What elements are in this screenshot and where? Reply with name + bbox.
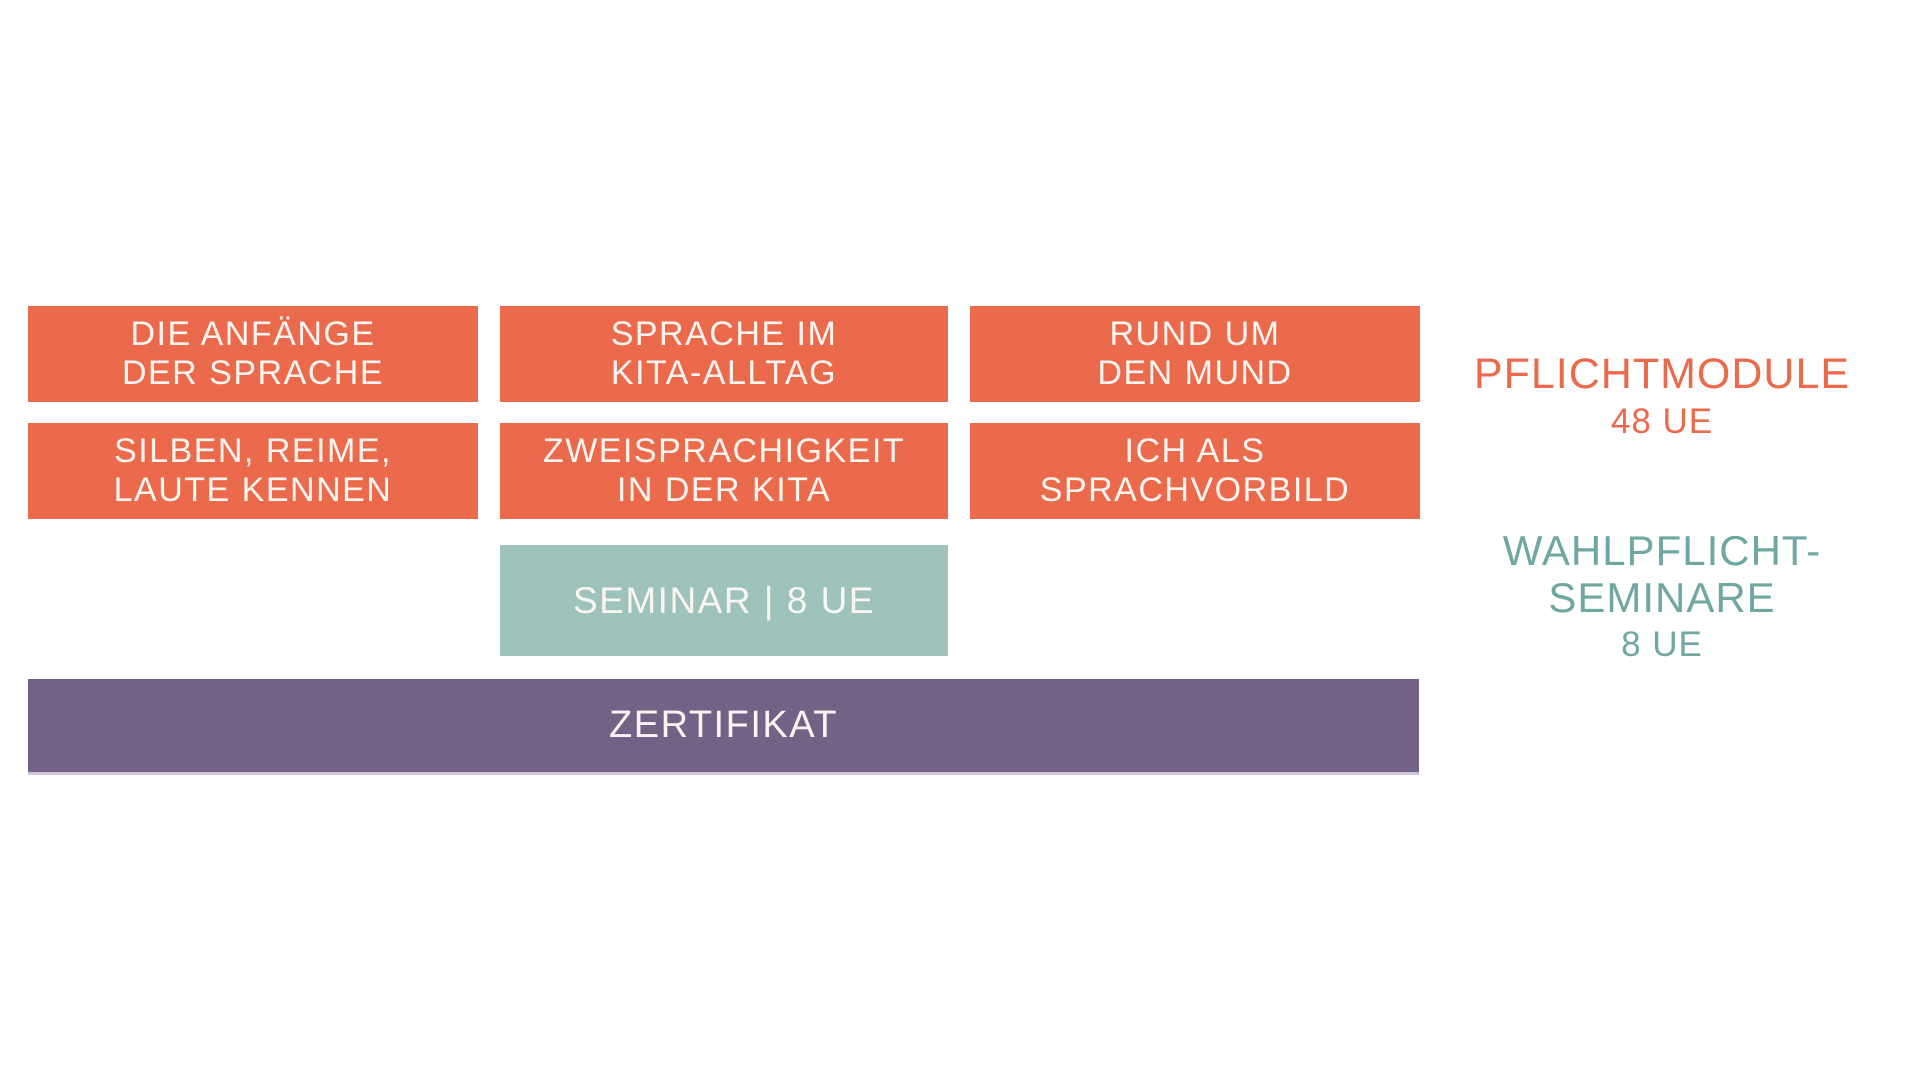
module-label-line: DIE ANFÄNGE bbox=[130, 315, 376, 353]
module-label-line: IN DER KITA bbox=[616, 471, 832, 509]
legend-wahlpflicht-hours: 8 UE bbox=[1621, 625, 1703, 664]
seminar-label: SEMINAR | 8 UE bbox=[572, 579, 875, 621]
module-label-line: SPRACHE IM bbox=[610, 315, 838, 353]
module-box-silben-reime-laute-kennen: SILBEN, REIME, LAUTE KENNEN bbox=[28, 423, 478, 519]
legend-pflichtmodule-hours: 48 UE bbox=[1610, 402, 1714, 441]
module-label-line: DER SPRACHE bbox=[121, 354, 385, 392]
module-label-line: SILBEN, REIME, bbox=[114, 432, 392, 470]
module-label-line: SPRACHVORBILD bbox=[1039, 471, 1351, 509]
certificate-bar: ZERTIFIKAT bbox=[28, 679, 1419, 775]
legend-pflichtmodule-title: PFLICHTMODULE bbox=[1473, 350, 1851, 398]
legend-wahlpflicht-seminare: WAHLPFLICHT- SEMINARE 8 UE bbox=[1462, 527, 1862, 668]
certificate-label: ZERTIFIKAT bbox=[609, 704, 838, 746]
module-label-line: ZWEISPRACHIGKEIT bbox=[542, 432, 906, 470]
module-box-rund-um-den-mund: RUND UM DEN MUND bbox=[970, 306, 1420, 402]
module-label-line: KITA-ALLTAG bbox=[610, 354, 838, 392]
module-box-die-anfaenge-der-sprache: DIE ANFÄNGE DER SPRACHE bbox=[28, 306, 478, 402]
module-box-sprache-im-kita-alltag: SPRACHE IM KITA-ALLTAG bbox=[500, 306, 948, 402]
seminar-box: SEMINAR | 8 UE bbox=[500, 545, 948, 656]
module-label-line: LAUTE KENNEN bbox=[113, 471, 393, 509]
legend-wahlpflicht-title-line: WAHLPFLICHT- bbox=[1502, 527, 1822, 574]
legend-wahlpflicht-title-line: SEMINARE bbox=[1548, 574, 1776, 621]
module-label-line: DEN MUND bbox=[1097, 354, 1293, 392]
module-label-line: ICH ALS bbox=[1124, 432, 1266, 470]
module-box-ich-als-sprachvorbild: ICH ALS SPRACHVORBILD bbox=[970, 423, 1420, 519]
module-label-line: RUND UM bbox=[1109, 315, 1281, 353]
legend-pflichtmodule: PFLICHTMODULE 48 UE bbox=[1462, 350, 1862, 445]
module-box-zweisprachigkeit-in-der-kita: ZWEISPRACHIGKEIT IN DER KITA bbox=[500, 423, 948, 519]
